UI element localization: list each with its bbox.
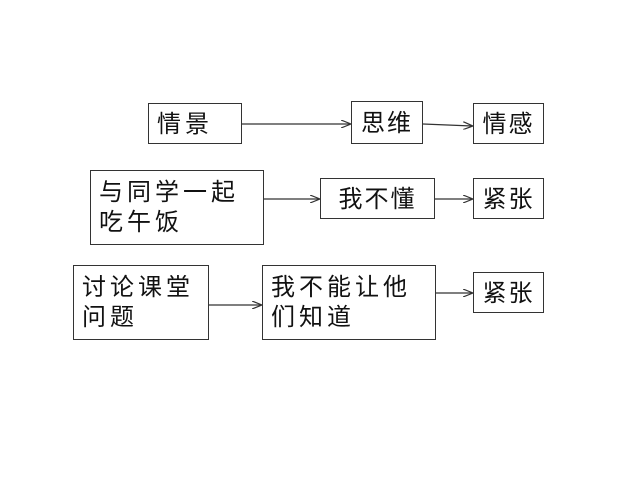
row1-result-box: 情感	[473, 103, 544, 144]
row2-result-box: 紧张	[473, 178, 544, 219]
row1-result-text: 情感	[482, 109, 535, 138]
row3-middle-box: 我不能让他们知道	[262, 265, 436, 340]
row3-result-box: 紧张	[473, 272, 544, 313]
row1-middle-text: 思维	[361, 108, 413, 137]
row1-middle-box: 思维	[351, 101, 423, 144]
row1-source-text: 情景	[157, 109, 213, 138]
row1-source-box: 情景	[148, 103, 242, 144]
row2-source-box: 与同学一起吃午饭	[90, 170, 264, 245]
row2-source-text: 与同学一起吃午饭	[99, 178, 239, 236]
row2-result-text: 紧张	[482, 184, 535, 213]
row1-arrow-2	[422, 124, 472, 126]
row3-middle-text: 我不能让他们知道	[271, 273, 411, 331]
row2-middle-text: 我不懂	[338, 184, 417, 213]
row3-source-text: 讨论课堂问题	[82, 273, 194, 331]
row2-middle-box: 我不懂	[320, 178, 435, 219]
row3-source-box: 讨论课堂问题	[73, 265, 209, 340]
row3-result-text: 紧张	[482, 278, 535, 307]
